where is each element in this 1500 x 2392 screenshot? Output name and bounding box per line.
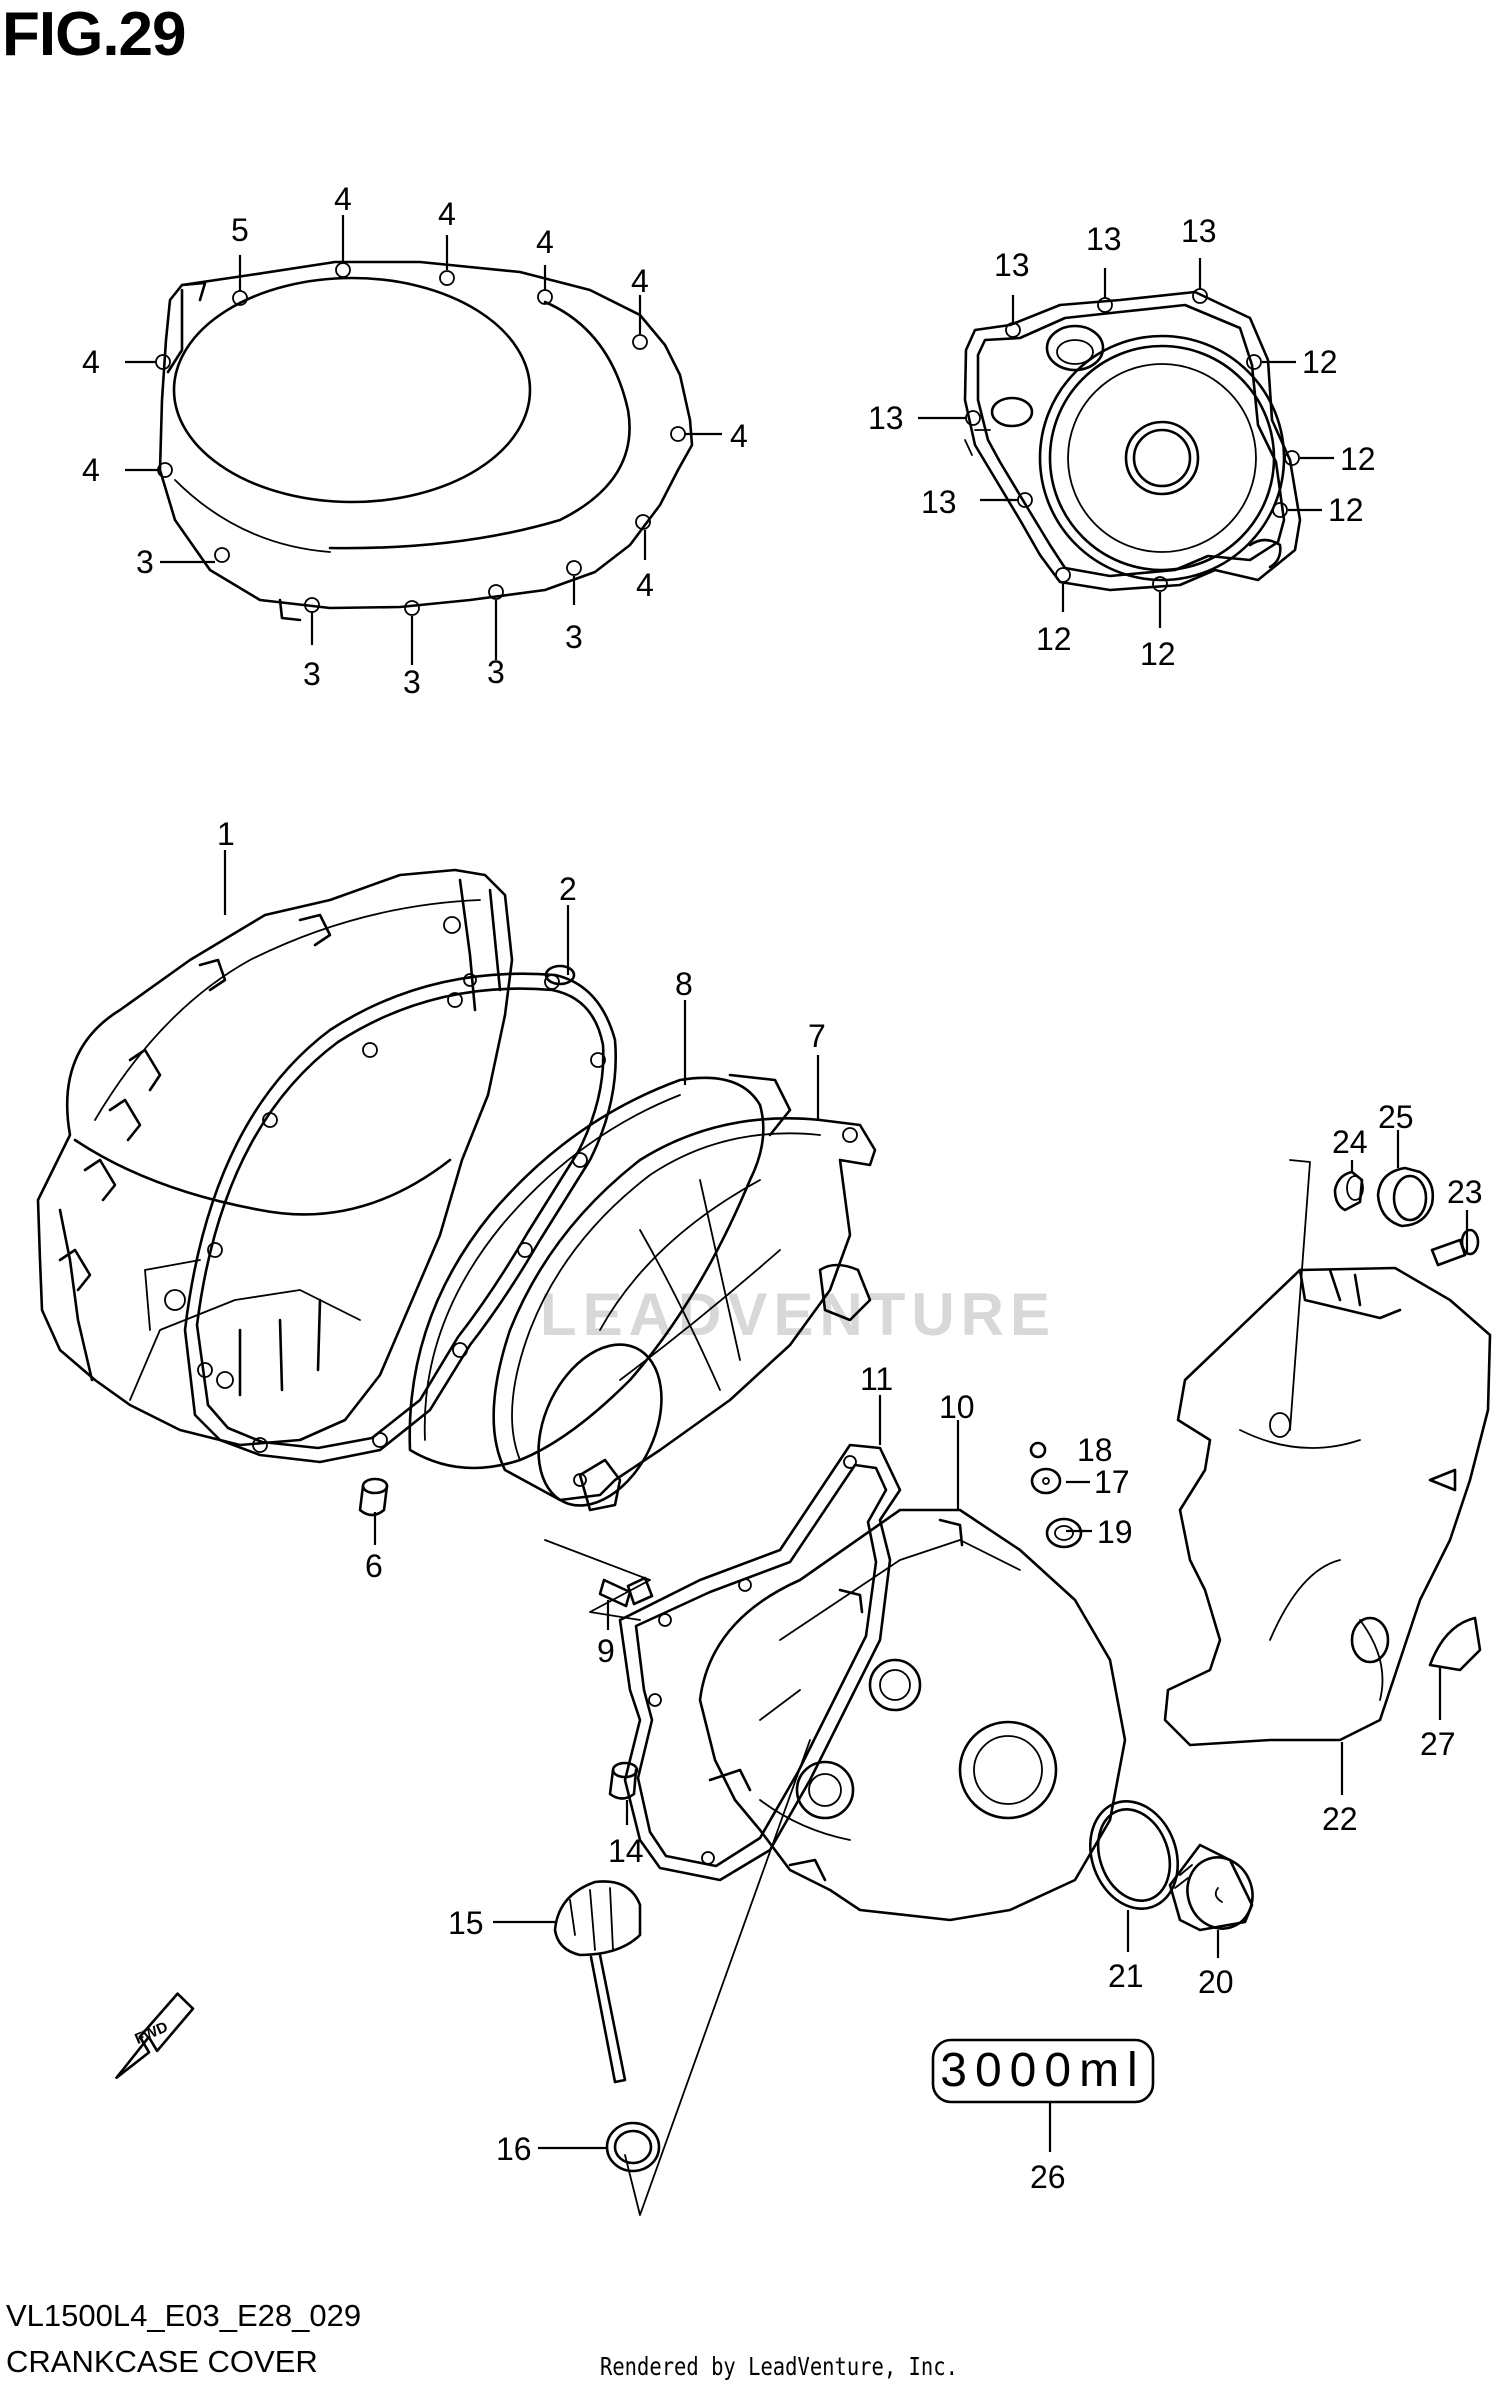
callout-15: 15 <box>448 1905 484 1941</box>
callout-12: 12 <box>1340 441 1376 477</box>
gasket-part-11 <box>618 1443 902 1882</box>
callout-12: 12 <box>1302 344 1338 380</box>
watermark-text: LEADVENTURE <box>540 1281 1056 1348</box>
callout-12: 12 <box>1140 636 1176 672</box>
callout-23: 23 <box>1447 1174 1483 1210</box>
rendered-by-credit: Rendered by LeadVenture, Inc. <box>600 2352 958 2381</box>
callout-11: 11 <box>860 1361 893 1397</box>
callout-4: 4 <box>334 181 352 217</box>
callout-20: 20 <box>1198 1964 1234 2000</box>
callout-18: 18 <box>1077 1432 1113 1468</box>
oil-capacity-label-part-26 <box>931 2038 1155 2104</box>
callout-25: 25 <box>1378 1099 1414 1135</box>
callout-10: 10 <box>939 1389 975 1425</box>
callout-13: 13 <box>994 247 1030 283</box>
o-ring-part-21 <box>1088 1800 1180 1910</box>
dowel-pin-part-6 <box>358 1477 389 1517</box>
callout-13: 13 <box>1086 221 1122 257</box>
callout-13: 13 <box>868 400 904 436</box>
grommet-part-25 <box>1376 1166 1435 1228</box>
dowel-pin-part-14 <box>608 1761 639 1800</box>
oil-dipstick-part-15 <box>553 1880 642 2084</box>
callout-4: 4 <box>82 344 100 380</box>
cover-part-22 <box>1163 1159 1492 1747</box>
fwd-arrow-icon <box>115 1992 195 2080</box>
bolt-part-23 <box>1430 1228 1480 1267</box>
callout-4: 4 <box>636 567 654 603</box>
callout-3: 3 <box>136 544 154 580</box>
callout-5: 5 <box>231 212 249 248</box>
cap-part-18 <box>1029 1441 1047 1459</box>
figure-title: FIG.29 <box>2 0 187 69</box>
callout-12: 12 <box>1036 621 1072 657</box>
callout-3: 3 <box>565 619 583 655</box>
callout-22: 22 <box>1322 1801 1358 1837</box>
callout-labels: 1 2 3 3 3 3 3 4 4 4 4 4 4 4 4 5 6 7 8 9 … <box>82 181 1483 2195</box>
callout-27: 27 <box>1420 1726 1456 1762</box>
callout-17: 17 <box>1094 1464 1130 1500</box>
callout-16: 16 <box>496 2131 532 2167</box>
gasket-part-2 <box>183 964 617 1464</box>
callout-8: 8 <box>675 966 693 1002</box>
callout-4: 4 <box>438 196 456 232</box>
figure-code: VL1500L4_E03_E28_029 <box>6 2298 362 2333</box>
callout-12: 12 <box>1328 492 1364 528</box>
collar-part-24 <box>1333 1170 1364 1212</box>
callout-13: 13 <box>921 484 957 520</box>
callout-3: 3 <box>403 664 421 700</box>
callout-1: 1 <box>217 816 235 852</box>
plate-part-8 <box>408 1073 792 1470</box>
clutch-cover-part-1 <box>36 868 514 1447</box>
washer-part-17 <box>1030 1467 1062 1495</box>
generator-cover-gasket-top <box>963 288 1302 592</box>
callout-4: 4 <box>730 418 748 454</box>
callout-3: 3 <box>303 656 321 692</box>
callout-2: 2 <box>559 871 577 907</box>
plug-part-20 <box>1168 1843 1254 1932</box>
callout-13: 13 <box>1181 213 1217 249</box>
callout-7: 7 <box>808 1018 826 1054</box>
callout-24: 24 <box>1332 1124 1368 1160</box>
clutch-cover-gasket-top <box>155 260 694 622</box>
callout-14: 14 <box>608 1833 644 1869</box>
callout-9: 9 <box>597 1633 615 1669</box>
callout-4: 4 <box>631 263 649 299</box>
crankcase-cover-part-10 <box>698 1508 1127 1922</box>
callout-4: 4 <box>536 224 554 260</box>
callout-21: 21 <box>1108 1958 1144 1994</box>
oil-capacity-text: 3000ml <box>940 2044 1145 2097</box>
seal-part-19 <box>1045 1517 1083 1549</box>
cover-part-7 <box>492 1117 877 1621</box>
plug-part-27 <box>1428 1616 1482 1672</box>
o-ring-part-16 <box>605 2121 661 2173</box>
bolt-part-9 <box>598 1576 654 1608</box>
figure-name: CRANKCASE COVER <box>6 2344 318 2379</box>
callout-4: 4 <box>82 452 100 488</box>
callout-26: 26 <box>1030 2159 1066 2195</box>
callout-6: 6 <box>365 1548 383 1584</box>
leader-lines <box>125 215 1469 2152</box>
callout-3: 3 <box>487 654 505 690</box>
callout-19: 19 <box>1097 1514 1133 1550</box>
